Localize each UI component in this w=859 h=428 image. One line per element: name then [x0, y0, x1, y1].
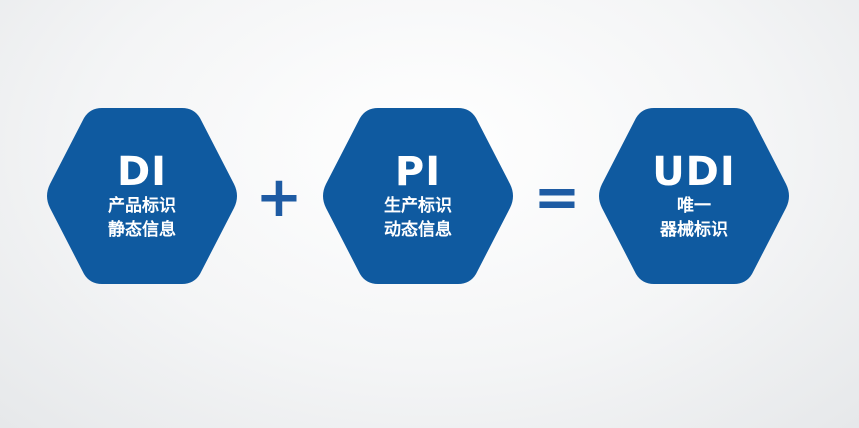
di-hexagon: DI 产品标识 静态信息	[44, 108, 240, 284]
di-code: DI	[116, 149, 168, 195]
di-hexagon-shape	[47, 108, 237, 284]
pi-line-1: 生产标识	[384, 196, 452, 216]
udi-line-1: 唯一	[677, 196, 711, 216]
pi-line-2: 动态信息	[384, 220, 452, 240]
udi-hexagon-shape	[599, 108, 789, 284]
plus-operator: +	[255, 165, 303, 230]
udi-code: UDI	[652, 149, 736, 195]
equals-operator: =	[533, 165, 581, 230]
pi-hexagon: PI 生产标识 动态信息	[320, 108, 516, 284]
udi-hexagon: UDI 唯一 器械标识	[596, 108, 792, 284]
pi-code: PI	[394, 149, 442, 195]
udi-line-2: 器械标识	[660, 220, 728, 240]
di-line-1: 产品标识	[108, 196, 176, 216]
pi-hexagon-shape	[323, 108, 513, 284]
di-line-2: 静态信息	[108, 220, 176, 240]
